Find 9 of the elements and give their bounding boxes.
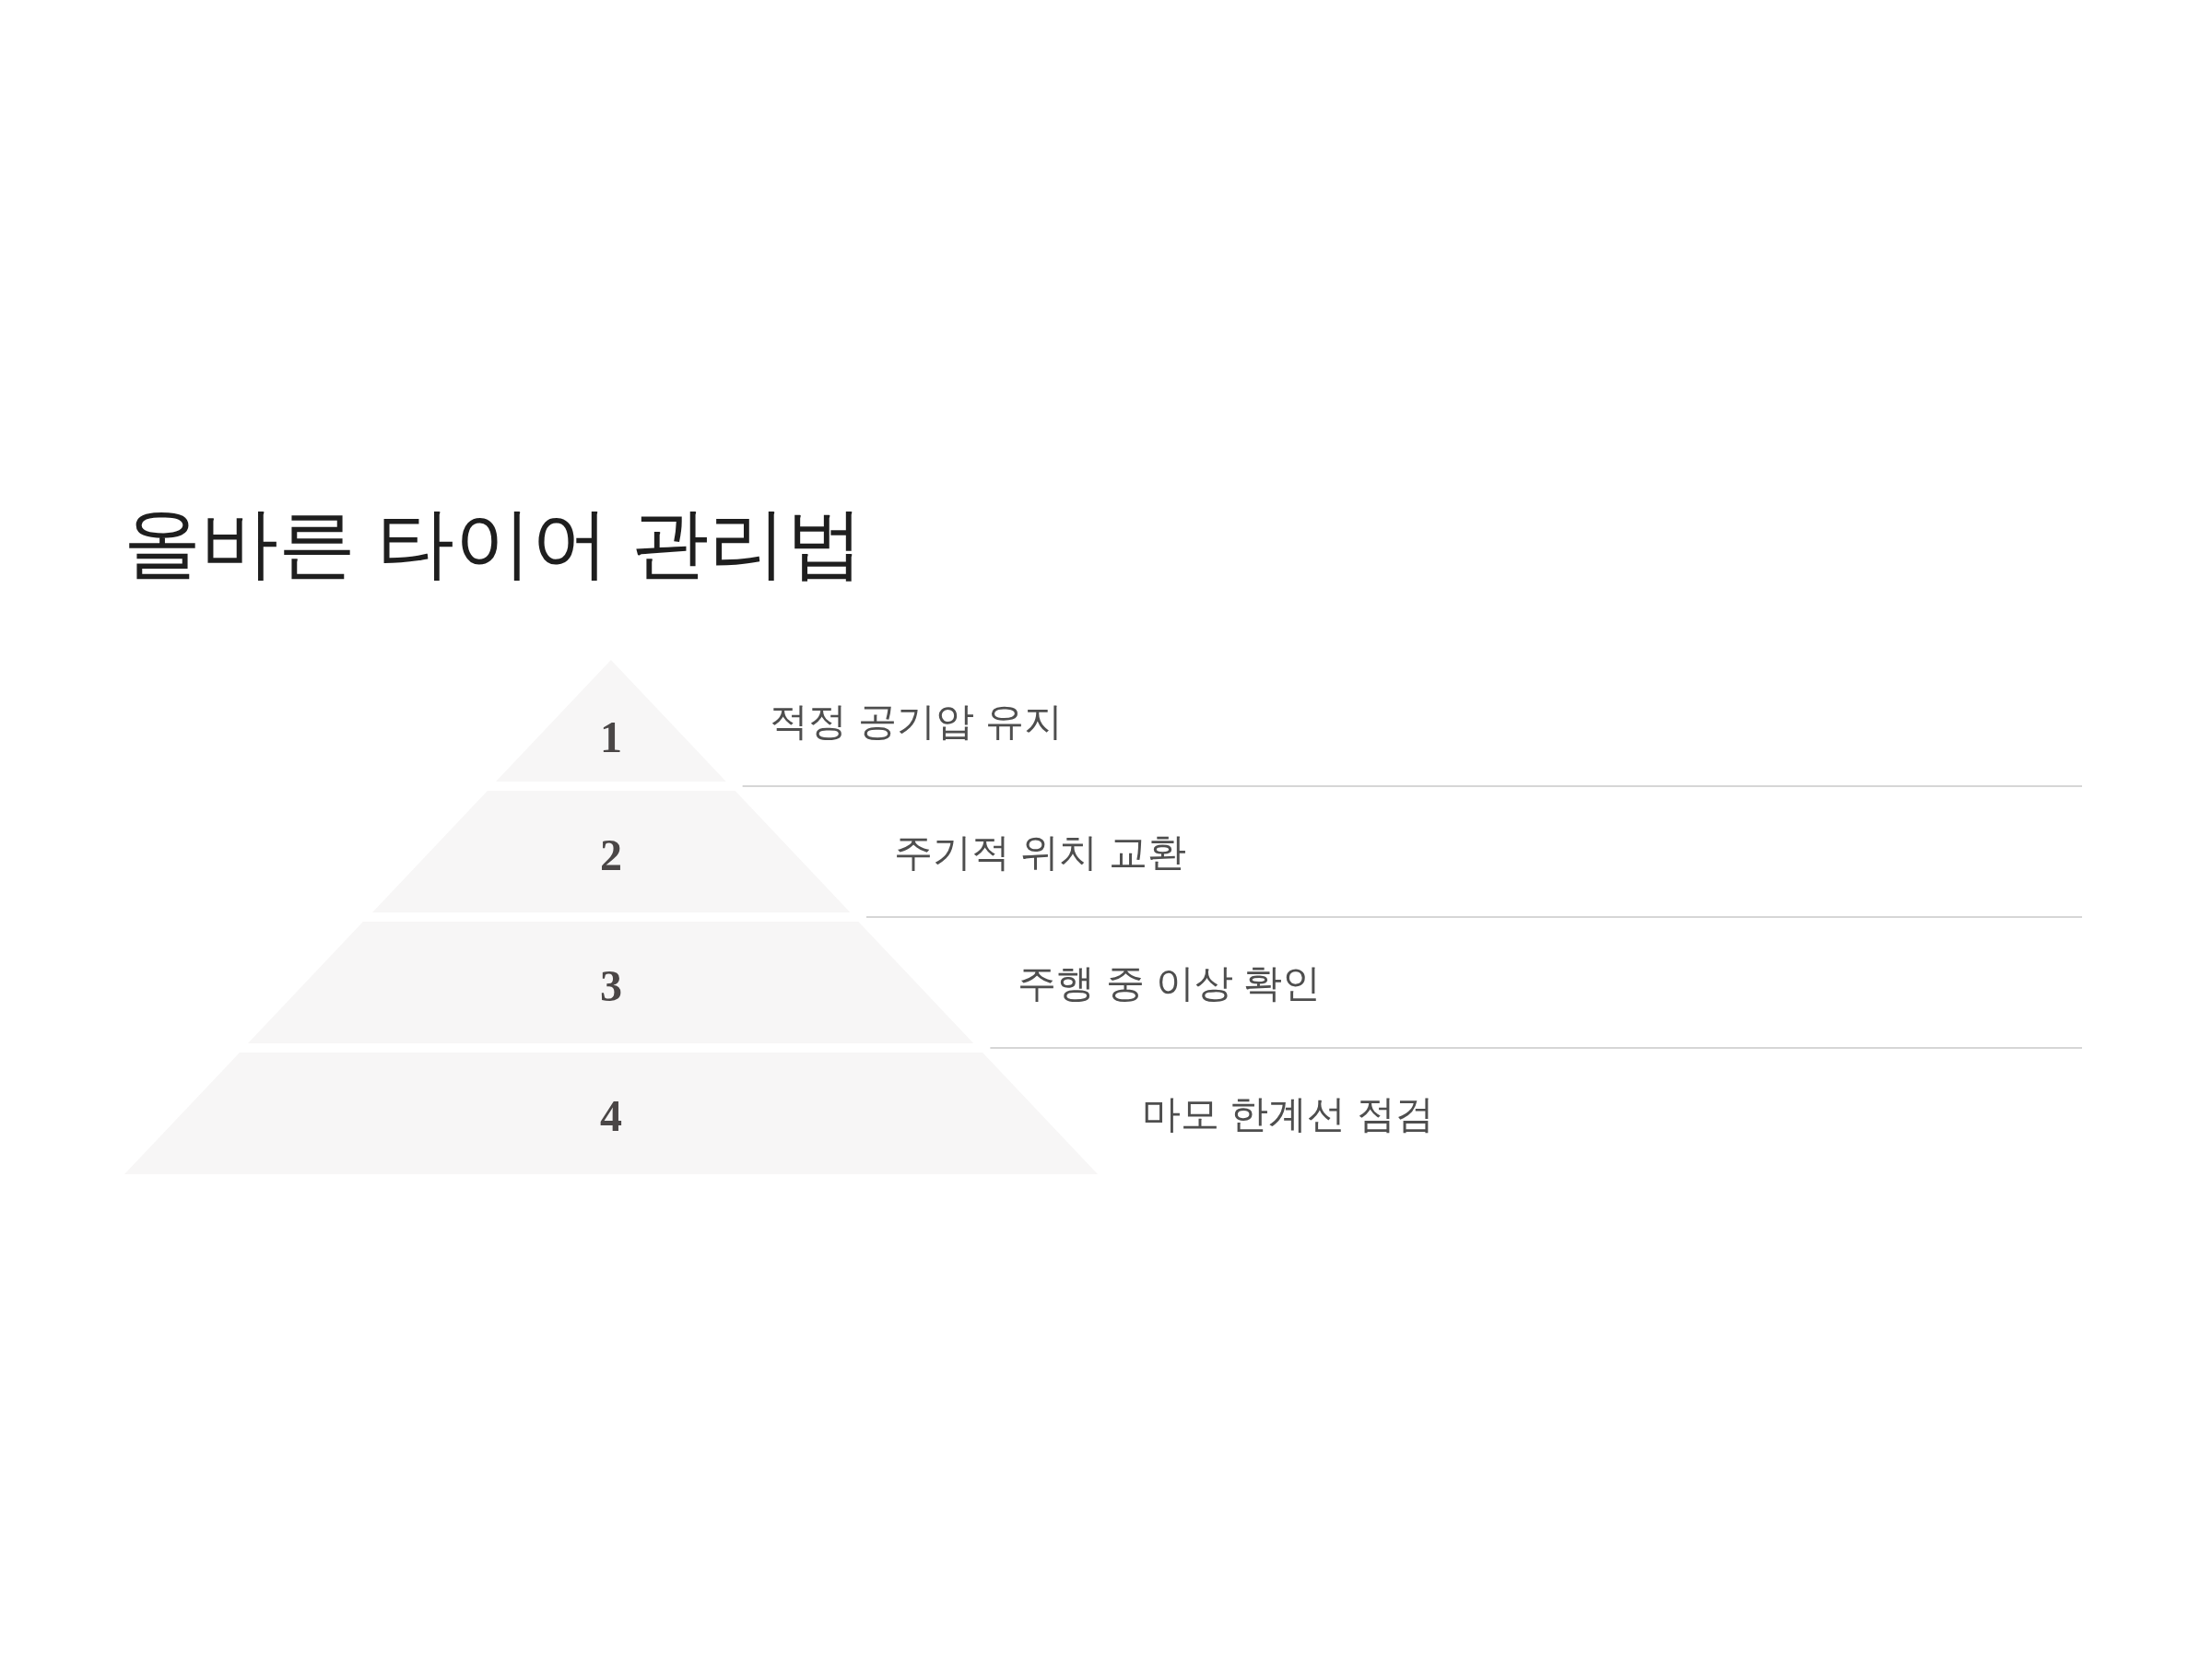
step-label: 주기적 위치 교환 xyxy=(893,830,1187,876)
tier-number: 4 xyxy=(600,1094,622,1138)
title: 올바른 타이어 관리법 xyxy=(124,500,864,586)
tier-number: 1 xyxy=(600,715,622,759)
tier-number: 2 xyxy=(600,833,622,877)
step-label: 마모 한계선 점검 xyxy=(1141,1091,1434,1137)
step-label: 적정 공기압 유지 xyxy=(770,699,1063,745)
step-label: 주행 중 이상 확인 xyxy=(1018,960,1322,1006)
tier-number: 3 xyxy=(600,964,622,1008)
